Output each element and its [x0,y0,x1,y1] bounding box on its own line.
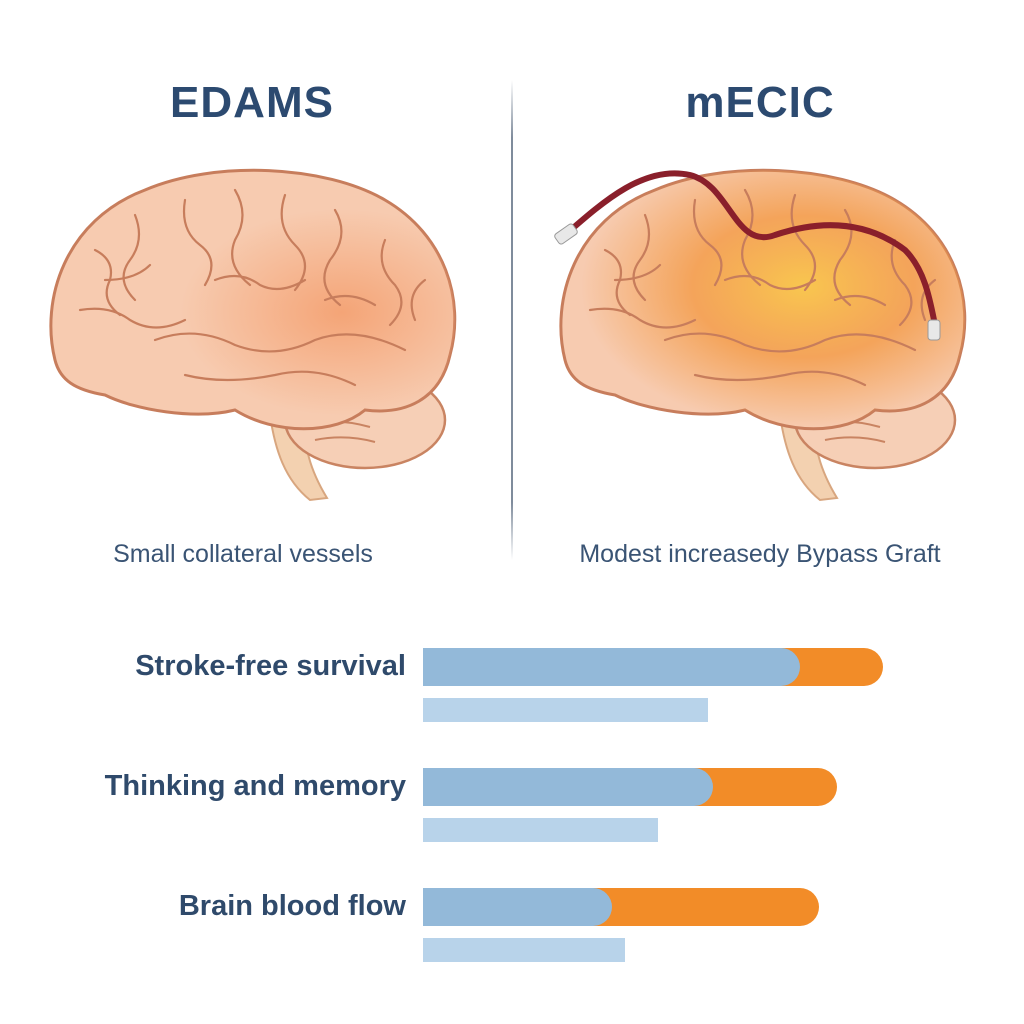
title-edams: EDAMS [170,78,334,127]
baseline-bar [423,698,709,722]
outcome-label: Brain blood flow [178,890,406,922]
edams-bar [423,888,612,926]
mecic-bar [423,888,819,926]
mecic-bar [423,648,883,686]
divider [511,80,513,560]
title-mecic: mECIC [685,78,835,127]
outcome-label: Stroke-free survival [135,650,406,682]
caption-mecic: Modest increasedy Bypass Graft [579,540,941,568]
baseline-bar [423,938,626,962]
baseline-bar [423,818,658,842]
mecic-bar [423,768,837,806]
edams-bar [423,648,801,686]
edams-bar [423,768,713,806]
outcome-label: Thinking and memory [104,770,406,802]
brain-mecic-illustration [554,168,967,502]
bypass-graft-icon [554,170,941,341]
brain-edams-illustration [49,168,457,502]
caption-edams: Small collateral vessels [113,540,373,568]
